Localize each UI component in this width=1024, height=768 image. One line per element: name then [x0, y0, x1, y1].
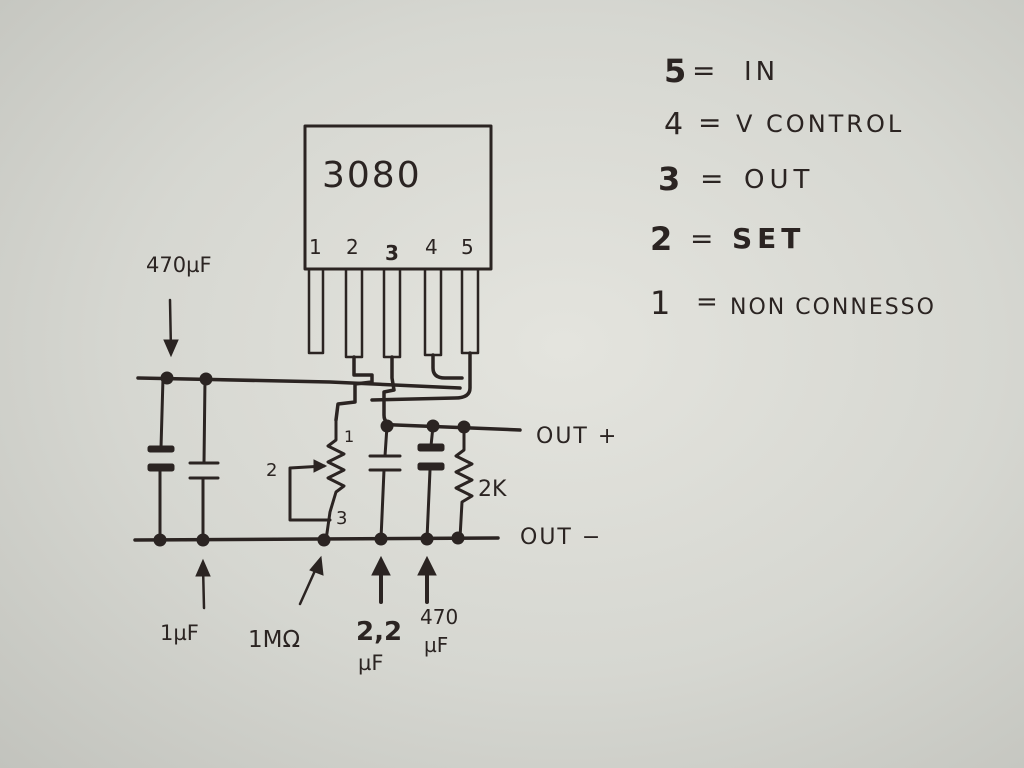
label-1m: 1MΩ — [248, 627, 300, 653]
chip-pin-4 — [423, 267, 443, 357]
capacitor-2-2uf — [368, 424, 402, 541]
label-pot-pin3: 3 — [336, 508, 347, 529]
chip-pin-1 — [307, 267, 325, 355]
chip-pin-label-4: 4 — [425, 235, 438, 259]
chip-pin-label-5: 5 — [461, 235, 474, 259]
pin5-wire — [370, 351, 472, 402]
node-dot — [317, 533, 331, 547]
pin2-wire — [334, 355, 374, 422]
annotation-arrows — [163, 298, 437, 610]
chip-pin-label-1: 1 — [309, 235, 322, 259]
bottom-rail — [133, 536, 500, 542]
svg-text:=: = — [700, 162, 723, 195]
capacitor-470uf-left — [147, 376, 175, 542]
svg-text:IN: IN — [744, 57, 779, 87]
label-out-plus: OUT + — [536, 424, 618, 449]
svg-text:=: = — [696, 287, 718, 317]
svg-text:5: 5 — [664, 52, 686, 90]
legend-row-4: 4 = V CONTROL — [664, 106, 904, 142]
resistor-2k — [454, 425, 474, 540]
chip-pin-label-3: 3 — [385, 241, 399, 265]
svg-text:=: = — [698, 106, 721, 139]
potentiometer-1m — [288, 418, 346, 542]
node-dot — [451, 531, 465, 545]
chip-3080: 3080 1 2 3 4 5 — [303, 124, 493, 359]
pin-legend: 5 = IN 4 = V CONTROL 3 = OUT 2 = SET 1 =… — [650, 52, 936, 322]
wiring — [133, 351, 522, 547]
label-out-minus: OUT − — [520, 525, 602, 550]
top-rail — [136, 376, 462, 390]
chip-pin-label-2: 2 — [346, 235, 359, 259]
component-labels: 470µF 1µF 1MΩ 2,2 µF 470 µF 2K 1 2 3 — [146, 253, 507, 675]
label-2-2: 2,2 — [356, 617, 402, 647]
chip-pin-2 — [344, 267, 364, 359]
svg-text:2: 2 — [650, 220, 672, 258]
label-2-2-unit: µF — [358, 651, 383, 675]
svg-text:SET: SET — [732, 222, 805, 255]
label-470uf-top: 470µF — [146, 253, 212, 277]
svg-text:1: 1 — [650, 284, 670, 322]
pin4-wire — [431, 353, 464, 380]
label-470-bottom: 470 — [420, 605, 458, 629]
svg-text:4: 4 — [664, 107, 683, 142]
chip-label: 3080 — [322, 155, 422, 196]
label-pot-pin1: 1 — [344, 427, 354, 446]
svg-text:=: = — [692, 54, 715, 87]
pin3-output-wire — [382, 355, 522, 432]
svg-text:OUT: OUT — [744, 165, 814, 195]
svg-text:V CONTROL: V CONTROL — [736, 110, 904, 138]
output-labels: OUT + OUT − — [520, 424, 618, 550]
legend-row-2: 2 = SET — [650, 220, 805, 258]
capacitor-470uf-right — [417, 424, 445, 541]
label-1uf: 1µF — [160, 621, 199, 645]
legend-row-1: 1 = NON CONNESSO — [650, 284, 936, 322]
svg-text:=: = — [690, 222, 713, 255]
legend-row-3: 3 = OUT — [658, 160, 814, 198]
chip-pin-5 — [460, 267, 480, 355]
label-pot-pin2: 2 — [266, 460, 277, 481]
chip-pin-3 — [382, 267, 402, 359]
svg-text:3: 3 — [658, 160, 680, 198]
capacitor-1uf — [188, 377, 220, 542]
label-470-bottom-unit: µF — [424, 633, 448, 657]
legend-row-5: 5 = IN — [664, 52, 779, 90]
svg-text:NON CONNESSO: NON CONNESSO — [730, 295, 936, 320]
label-2k: 2K — [478, 477, 507, 502]
